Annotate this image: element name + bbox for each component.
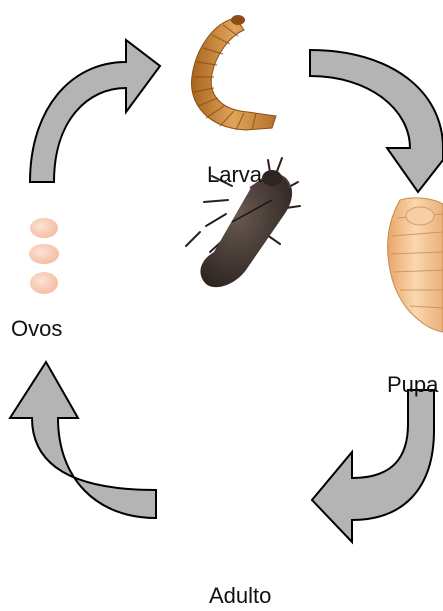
stage-label-eggs: Ovos — [11, 318, 62, 340]
larva-illustration — [191, 15, 276, 130]
stage-label-larva: Larva — [207, 164, 262, 186]
stage-label-pupa: Pupa — [387, 374, 438, 396]
arrow-larva-to-pupa — [310, 50, 443, 192]
arrow-eggs-to-larva — [30, 40, 160, 182]
eggs-illustration — [29, 218, 59, 294]
arrow-pupa-to-adult — [312, 390, 434, 542]
pupa-illustration — [388, 198, 443, 332]
arrow-adult-to-eggs — [10, 362, 156, 518]
stage-label-adult: Adulto — [209, 585, 271, 607]
